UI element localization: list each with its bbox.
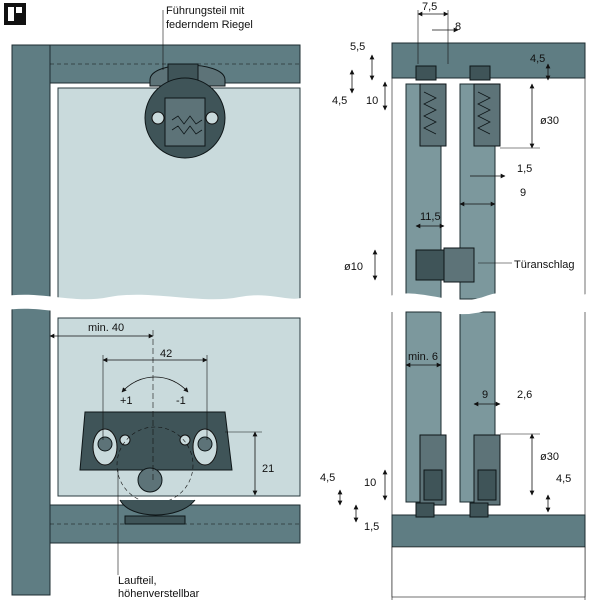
dim-10-b: 10 — [364, 477, 376, 489]
dim-4-5-a: 4,5 — [530, 53, 545, 65]
dim-4-5-b: 4,5 — [332, 95, 347, 107]
frame-post-left — [11, 44, 51, 596]
running-part-label-2: höhenverstellbar — [118, 588, 200, 600]
dim-2-6: 2,6 — [517, 389, 532, 401]
guide-part — [144, 63, 226, 159]
guide-part-label-2: federndem Riegel — [166, 19, 253, 31]
running-part-label-1: Laufteil, — [118, 575, 157, 587]
lower-running-sections — [415, 434, 501, 518]
dim-5-5: 5,5 — [350, 41, 365, 53]
dim-10-a: 10 — [366, 95, 378, 107]
dim-8: 8 — [455, 21, 461, 33]
dim-4-5-c: 4,5 — [556, 473, 571, 485]
left-view — [0, 10, 308, 596]
dim-4-5-d: 4,5 — [320, 472, 335, 484]
guide-part-label-1: Führungsteil mit — [166, 5, 244, 17]
door-stop — [415, 247, 475, 283]
running-part — [79, 411, 233, 525]
dim-7-5: 7,5 — [422, 1, 437, 13]
dim-min-40: min. 40 — [88, 322, 124, 334]
dim-9-b: 9 — [482, 389, 488, 401]
dim-plus-1: +1 — [120, 395, 133, 407]
bottom-profile — [391, 514, 586, 548]
dim-11-5: 11,5 — [420, 211, 441, 223]
dim-9-a: 9 — [520, 187, 526, 199]
dim-21: 21 — [262, 463, 274, 475]
dim-1-5-b: 1,5 — [364, 521, 379, 533]
dim-minus-1: -1 — [176, 395, 186, 407]
dim-30-a: ø30 — [540, 115, 559, 127]
dim-min-6: min. 6 — [408, 351, 438, 363]
dim-42: 42 — [160, 348, 172, 360]
dim-1-5-a: 1,5 — [517, 163, 532, 175]
right-view — [337, 10, 593, 600]
upper-guide-sections — [415, 65, 501, 147]
dim-10-dia: ø10 — [344, 261, 363, 273]
dim-30-b: ø30 — [540, 451, 559, 463]
door-stop-label: Türanschlag — [514, 259, 575, 271]
logo-icon — [4, 3, 26, 25]
